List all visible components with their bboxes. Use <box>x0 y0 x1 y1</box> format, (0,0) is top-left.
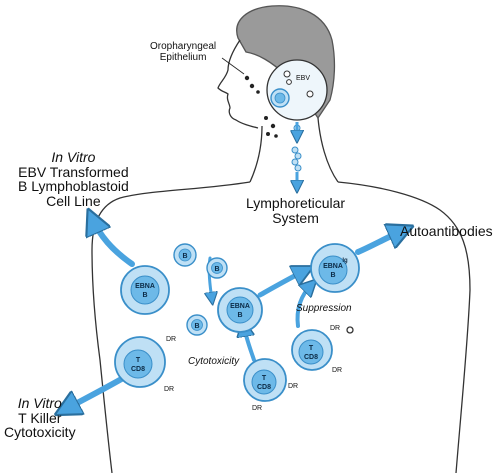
t-cd8-cell-bottom: T CD8 DR DR <box>243 358 298 412</box>
torso-right <box>337 181 471 473</box>
oropharyngeal-label: Oropharyngeal Epithelium <box>150 41 217 63</box>
lymphoreticular-label: Lymphoreticular System <box>246 195 346 226</box>
ebna-b-cell-center: EBNA B <box>217 287 263 333</box>
b-cell-3: B <box>186 314 208 336</box>
svg-text:DR: DR <box>330 325 340 332</box>
svg-text:T: T <box>136 357 141 364</box>
t-cd8-cell-left: T CD8 DR DR <box>114 336 176 393</box>
svg-text:EBNA: EBNA <box>323 263 343 270</box>
right-nipple <box>346 326 354 334</box>
autoantibodies-label: Autoantibodies <box>400 223 493 239</box>
b-cell-1: B <box>173 243 197 267</box>
svg-text:DR: DR <box>332 367 342 374</box>
arrow-to-autoantibodies <box>355 230 404 255</box>
suppression-label: Suppression <box>296 303 352 314</box>
svg-text:CD8: CD8 <box>131 366 145 373</box>
svg-text:EBNA: EBNA <box>230 303 250 310</box>
ebna-b-cell-ig: EBNA B Ig <box>310 243 360 293</box>
face-profile <box>217 39 259 129</box>
ig-label: Ig <box>342 258 348 264</box>
svg-text:B: B <box>330 272 335 279</box>
torso-left <box>91 181 251 473</box>
svg-text:CD8: CD8 <box>304 354 318 361</box>
t-cd8-cell-suppression: T CD8 DR DR <box>291 325 342 374</box>
svg-text:DR: DR <box>164 386 174 393</box>
ebna-b-cell-left: EBNA B <box>120 265 170 315</box>
cell-line-label: In Vitro EBV Transformed B Lymphoblastoi… <box>18 149 129 210</box>
svg-text:DR: DR <box>166 336 176 343</box>
in-vitro-bottom: In Vitro <box>17 395 62 411</box>
svg-text:DR: DR <box>252 405 262 412</box>
ebv-label: EBV <box>296 75 310 82</box>
svg-text:B: B <box>237 312 242 319</box>
svg-text:T: T <box>309 345 314 352</box>
svg-text:B: B <box>182 253 187 260</box>
arrow-ebna-to-ig <box>257 270 306 298</box>
ebna-label: EBNA <box>135 283 155 290</box>
flow-arrows <box>64 218 404 410</box>
epithelium-pointer <box>221 57 245 75</box>
svg-text:CD8: CD8 <box>257 384 271 391</box>
b-label: B <box>142 292 147 299</box>
svg-text:B: B <box>214 266 219 273</box>
svg-text:DR: DR <box>288 383 298 390</box>
neck-right <box>317 117 339 183</box>
in-vitro-top: In Vitro <box>51 149 96 165</box>
svg-text:T: T <box>262 375 267 382</box>
svg-text:B: B <box>194 323 199 330</box>
epithelium-dots <box>244 75 278 138</box>
killer-label: In Vitro T Killer Cytotoxicity <box>4 395 76 441</box>
neck-left <box>249 125 263 183</box>
cells: EBNA B B B B EBNA B EBN <box>114 243 360 412</box>
b-cell-2: B <box>206 257 228 279</box>
arrow-to-cell-line <box>92 218 135 267</box>
ear-magnified <box>266 59 328 121</box>
cytotoxicity-label: Cytotoxicity <box>188 356 240 367</box>
arrow-suppression <box>295 284 312 328</box>
